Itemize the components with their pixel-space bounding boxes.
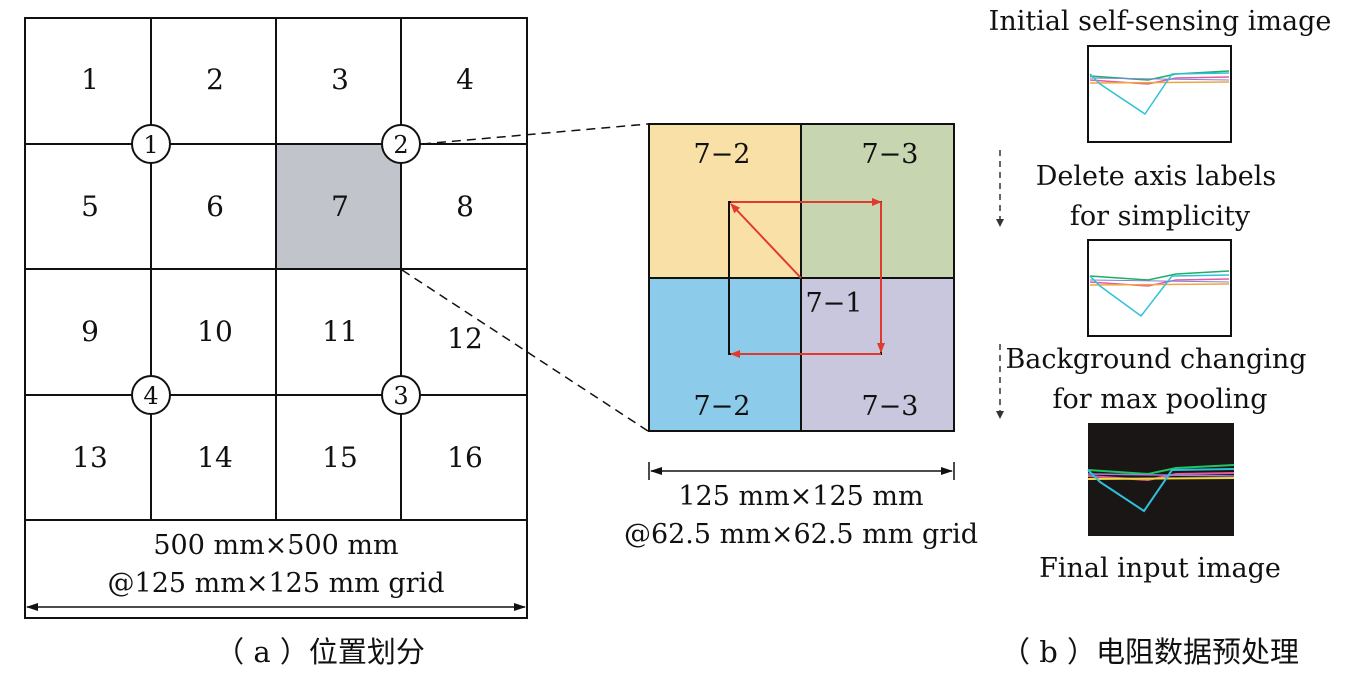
cell-number: 8	[456, 190, 474, 223]
cell-7-highlight	[276, 144, 401, 269]
panel-a: 1 2 3 4 5 6 7 8 9 10 11 12 13 14 15 16 1…	[24, 17, 528, 669]
step-final-image-label: Final input image	[1039, 553, 1281, 584]
scan-path	[730, 198, 885, 358]
cell-number: 10	[197, 315, 233, 348]
scan-arrow	[730, 203, 802, 279]
step-background-line1: Background changing	[1005, 344, 1306, 375]
node-circle	[131, 375, 171, 415]
step-delete-labels-line2: for simplicity	[1070, 201, 1251, 232]
cell-number: 6	[206, 190, 224, 223]
cell-number: 1	[81, 63, 99, 96]
panel-a-dimension-line2: @125 mm×125 mm grid	[108, 568, 445, 599]
panel-b-caption: （ b ）电阻数据预处理	[1001, 635, 1299, 669]
node-circle	[131, 124, 171, 164]
node-label: 1	[143, 131, 158, 159]
panel-a-caption: （ a ）位置划分	[215, 635, 425, 669]
cell-number: 14	[197, 441, 233, 474]
cell-number: 4	[456, 63, 474, 96]
cell-number: 7	[331, 190, 349, 223]
thumbnail-no-axis	[1087, 239, 1232, 337]
circled-nodes: 1 2 3 4	[131, 124, 421, 415]
cell-number: 3	[331, 63, 349, 96]
cell-number: 13	[72, 441, 108, 474]
subcell-label-top-right: 7−3	[862, 139, 919, 170]
cell-number: 15	[322, 441, 358, 474]
node-circle	[381, 375, 421, 415]
cell-number: 12	[447, 322, 483, 355]
zoomed-cell: 7−2 7−3 7−1 7−2 7−3 125 mm×125 mm @62.5 …	[624, 123, 978, 550]
subcell-label-top-left: 7−2	[694, 139, 751, 170]
cell-numbers: 1 2 3 4 5 6 7 8 9 10 11 12 13 14 15 16	[72, 63, 483, 474]
subcell-label-center: 7−1	[806, 288, 863, 319]
cell-number: 2	[206, 63, 224, 96]
panel-b: Initial self-sensing image Delete axis l…	[989, 6, 1332, 669]
step-delete-labels-line1: Delete axis labels	[1036, 161, 1277, 192]
zoom-connectors	[401, 123, 649, 432]
node-circle	[381, 124, 421, 164]
node-label: 4	[143, 382, 158, 410]
grid-lines	[25, 18, 527, 521]
step-initial-image-label: Initial self-sensing image	[989, 6, 1332, 37]
thumbnail-final	[1087, 423, 1235, 536]
subcell-label-bottom-right: 7−3	[862, 391, 919, 422]
step-background-line2: for max pooling	[1053, 384, 1268, 415]
thumbnail-initial	[1087, 45, 1232, 143]
panel-a-dimension-line1: 500 mm×500 mm	[153, 530, 398, 561]
node-label: 2	[393, 131, 408, 159]
cell-number: 11	[322, 315, 358, 348]
cell-number: 5	[81, 190, 99, 223]
subcell-label-bottom-left: 7−2	[694, 391, 751, 422]
zoom-dimension-line2: @62.5 mm×62.5 mm grid	[624, 519, 978, 550]
cell-number: 9	[81, 315, 99, 348]
zoom-dimension-line1: 125 mm×125 mm	[678, 481, 923, 512]
node-label: 3	[393, 382, 408, 410]
cell-number: 16	[447, 441, 483, 474]
